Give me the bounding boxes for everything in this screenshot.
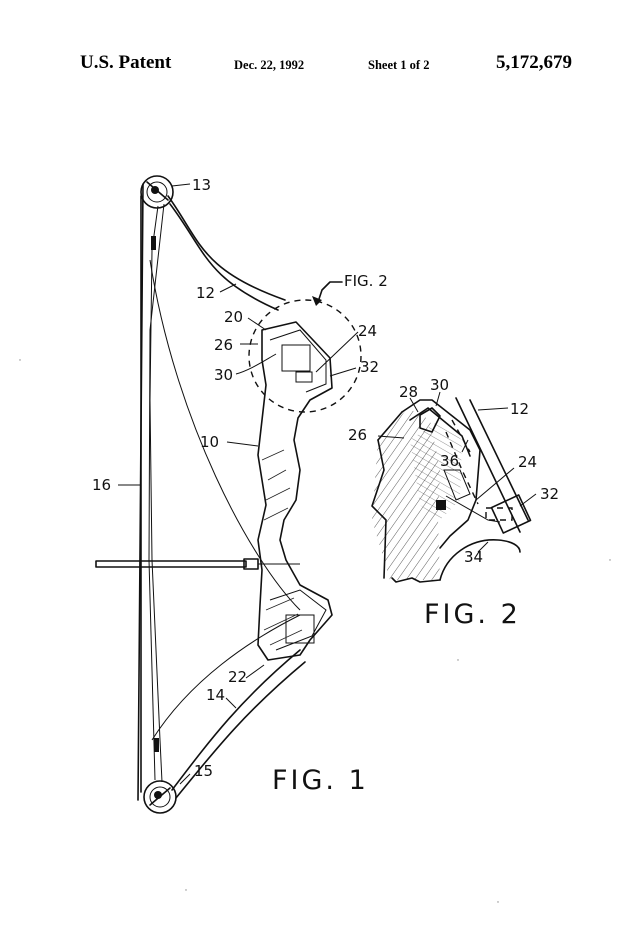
fig1-caption: FIG. 1 — [272, 765, 369, 796]
fig2-ref-28: 28 — [399, 383, 418, 401]
ref-22: 22 — [228, 668, 247, 686]
fig2-callout: FIG. 2 — [344, 272, 388, 290]
ref-13: 13 — [192, 176, 211, 194]
top-wheel — [140, 175, 174, 209]
fig2-ref-26: 26 — [348, 426, 367, 444]
patent-number: 5,172,679 — [496, 52, 572, 73]
ref-14: 14 — [206, 686, 225, 704]
fig2-ref-32: 32 — [540, 485, 559, 503]
patent-label: U.S. Patent — [80, 52, 172, 73]
ref-30: 30 — [214, 366, 233, 384]
ref-16: 16 — [92, 476, 111, 494]
ref-12: 12 — [196, 284, 215, 302]
riser — [257, 321, 333, 661]
ref-20: 20 — [224, 308, 243, 326]
fig2-ref-12: 12 — [510, 400, 529, 418]
sheet-indicator: Sheet 1 of 2 — [368, 58, 430, 72]
fig1-bow-drawing — [95, 175, 362, 814]
patent-date: Dec. 22, 1992 — [234, 58, 305, 72]
ref-10: 10 — [200, 433, 219, 451]
ref-24: 24 — [358, 322, 377, 340]
fig2-ref-34: 34 — [464, 548, 483, 566]
fig2-ref-24: 24 — [518, 453, 537, 471]
fig2-limb — [455, 397, 521, 533]
bottom-wheel — [143, 780, 177, 814]
arrow-shaft — [95, 560, 247, 568]
fig2-detail-drawing — [371, 391, 537, 583]
ref-26: 26 — [214, 336, 233, 354]
ref-15: 15 — [194, 762, 213, 780]
fig2-caption: FIG. 2 — [424, 599, 521, 630]
lower-limb — [171, 649, 301, 791]
ref-32: 32 — [360, 358, 379, 376]
upper-limb — [167, 195, 286, 301]
fig2-ref-36: 36 — [440, 452, 459, 470]
scan-specks — [19, 359, 611, 903]
fig2-ref-30: 30 — [430, 376, 449, 394]
fig2-detail-circle — [248, 299, 362, 413]
